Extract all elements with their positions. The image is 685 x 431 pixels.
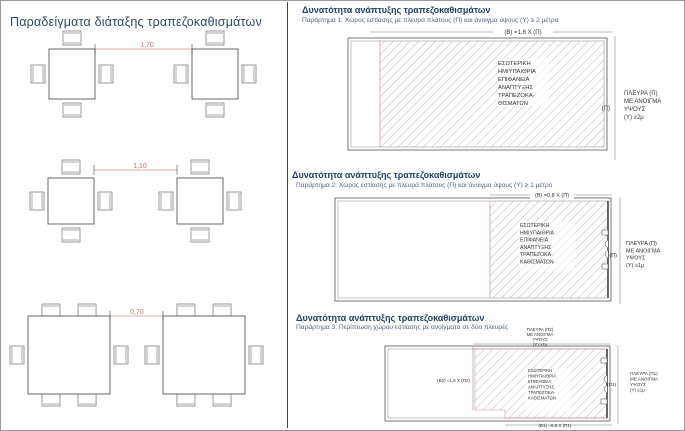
- chair: [190, 159, 210, 175]
- chair: [61, 159, 81, 175]
- area-label: ΕΣΩΤΕΡΙΚΗ: [498, 61, 531, 67]
- area-label: ΕΠΙΦΑΝΕΙΑ: [498, 77, 530, 83]
- table: [47, 177, 95, 225]
- table: [27, 315, 111, 395]
- distance-label: 1,10: [133, 163, 147, 170]
- chair: [205, 102, 225, 118]
- opening-label: ΥΨΟΥΣ: [626, 256, 646, 262]
- distance-label: 0,70: [130, 309, 144, 316]
- chair: [62, 30, 82, 46]
- chair: [158, 191, 174, 211]
- chair: [29, 191, 45, 211]
- opening-label: ΜΕ ΑΝΟΙΓΜΑ: [630, 377, 658, 382]
- chair: [212, 303, 232, 319]
- side-dimension-label: (Π1): [607, 382, 616, 387]
- section-subtitle: Παράρτημα 2: Χώρος εστίασης με πλευρά πλ…: [296, 182, 553, 189]
- area-label: ΕΠΙΦΑΝΕΙΑ: [528, 379, 551, 384]
- section-heading: Δυνατότητα ανάπτυξης τραπεζοκαθισμάτων: [292, 170, 481, 180]
- chair: [226, 191, 242, 211]
- chair: [190, 227, 210, 243]
- chair: [241, 64, 257, 84]
- table-layout-examples-panel: Παραδείγματα διάταξης τραπεζοκαθισμάτων …: [2, 2, 288, 428]
- opening-label: (Υ) ≥1μ: [626, 263, 644, 269]
- section-heading: Δυνατότητα ανάπτυξης τραπεζοκαθισμάτων: [296, 313, 485, 323]
- annex-2-diagram: [334, 190, 621, 304]
- opening-label: (Υ) ≥1μ: [630, 388, 645, 393]
- chair: [205, 30, 225, 46]
- opening-label: ΠΛΕΥΡΑ (Π1): [630, 371, 658, 376]
- table: [176, 177, 224, 225]
- area-label: ΕΠΙΦΑΝΕΙΑ: [520, 238, 549, 244]
- area-label: ΗΜΙΥΠΑΙΘΡΙΑ: [498, 69, 536, 75]
- area-label: ΚΑΘΙΣΜΑΤΩΝ: [528, 396, 556, 401]
- opening-label: ΥΨΟΥΣ: [630, 382, 646, 387]
- opening-label: (Υ) ≥2μ: [624, 115, 644, 121]
- depth-dimension-label: (Β2) =1,6 Χ (Π2): [437, 378, 470, 383]
- chair: [113, 345, 129, 365]
- chair: [144, 345, 160, 365]
- table: [191, 48, 239, 100]
- top-opening-label: ΜΕ ΑΝΟΙΓΜΑ: [527, 332, 554, 337]
- area-label: ΤΡΑΠΕΖΟΚΑ-: [528, 390, 556, 395]
- chair: [30, 64, 46, 84]
- top-opening-label: (Υ) ≥2μ: [533, 342, 548, 347]
- chair: [248, 345, 264, 365]
- panel-title: Παραδείγματα διάταξης τραπεζοκαθισμάτων: [10, 15, 262, 29]
- section-subtitle: Παράρτημα 1: Χώρος εστίασης με πλευρά πλ…: [302, 17, 559, 24]
- table-layout-drawing: 1,70 1,10 0,70: [9, 30, 264, 407]
- area-label: ΕΣΩΤΕΡΙΚΗ: [528, 368, 552, 373]
- chair: [9, 345, 25, 365]
- section-heading: Δυνατότητα ανάπτυξης τραπεζοκαθισμάτων: [302, 5, 491, 15]
- section-subtitle: Παράρτημα 3: Περίπτωση χώρου εστίασης με…: [296, 324, 509, 331]
- chair: [97, 191, 113, 211]
- annex-3-diagram: [384, 343, 619, 426]
- width-dimension-label: (Β) =0,8 Χ (Π): [535, 193, 569, 199]
- top-opening-label: ΥΨΟΥΣ: [532, 337, 548, 342]
- width-dimension-label: (Β) =1,6 Χ (Π): [504, 30, 541, 36]
- chair: [98, 64, 114, 84]
- area-label: ΑΝΑΠΤΥΞΗΣ: [498, 85, 533, 91]
- distance-label: 1,70: [140, 42, 154, 49]
- side-dimension-label: (Π): [602, 106, 610, 112]
- area-label: ΗΜΙΥΠΑΙΘΡΙΑ: [528, 374, 556, 379]
- area-label: ΗΜΙΥΠΑΙΘΡΙΑ: [520, 230, 555, 236]
- area-label: ΤΡΑΠΕΖΟΚΑ-: [498, 93, 535, 99]
- opening-label: ΠΛΕΥΡΑ (Π): [624, 91, 658, 97]
- opening-label: ΜΕ ΑΝΟΙΓΜΑ: [624, 99, 661, 105]
- area-label: ΑΝΑΠΤΥΞΗΣ: [528, 385, 554, 390]
- chair: [62, 102, 82, 118]
- opening-label: ΠΛΕΥΡΑ (Π): [626, 241, 657, 247]
- table: [162, 315, 246, 395]
- area-label: ΑΝΑΠΤΥΞΗΣ: [520, 245, 551, 251]
- annex-1-diagram: [347, 28, 616, 160]
- table: [48, 48, 96, 100]
- area-label: ΤΡΑΠΕΖΟΚΑ-: [520, 252, 553, 258]
- opening-label: ΥΨΟΥΣ: [624, 107, 645, 113]
- annex-drawings: (Β) =1,6 Χ (Π)(Π)ΕΣΩΤΕΡΙΚΗΗΜΙΥΠΑΙΘΡΙΑΕΠΙ…: [334, 28, 661, 428]
- chair: [61, 227, 81, 243]
- top-opening-label: ΠΛΕΥΡΑ (Π2): [527, 327, 554, 332]
- area-label: ΚΑΘΙΣΜΑΤΩΝ: [520, 260, 554, 266]
- side-dimension-label: (Π): [609, 253, 617, 259]
- chair: [173, 64, 189, 84]
- width-dimension-label: (Β1) =0,8 Χ (Π1): [539, 423, 572, 428]
- opening-label: ΜΕ ΑΝΟΙΓΜΑ: [626, 248, 661, 254]
- area-label: ΕΣΩΤΕΡΙΚΗ: [520, 223, 550, 229]
- area-label: ΘΙΣΜΑΤΩΝ: [498, 101, 528, 107]
